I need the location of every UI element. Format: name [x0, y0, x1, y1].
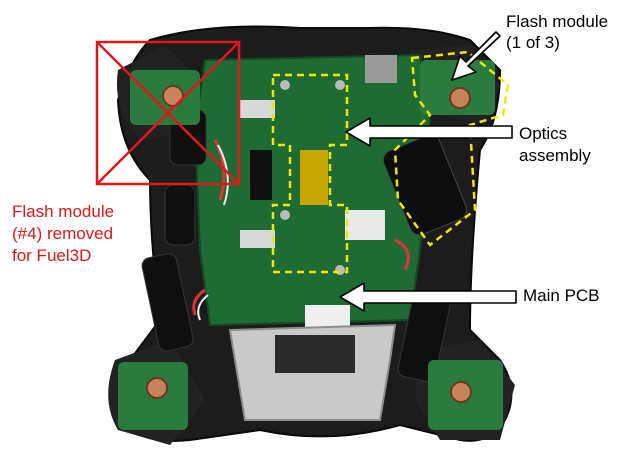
pcb-screw [280, 80, 290, 90]
pcb-screw [280, 210, 290, 220]
label-removed-number: (#4) removed [12, 224, 114, 243]
removed-marker-cross [96, 41, 240, 185]
pcb-screw [335, 80, 345, 90]
ribbon-connector-2 [240, 230, 275, 248]
arrow-icon [451, 31, 501, 81]
pcb-connector-2 [345, 210, 385, 240]
label-removed-flash-module: Flash module [12, 202, 115, 221]
label-flash-module: Flash module [506, 12, 609, 31]
label-removed-for-fuel3d: for Fuel3D [12, 246, 92, 265]
capacitor [141, 253, 194, 352]
ribbon-connector [240, 100, 275, 118]
capacitor [164, 184, 196, 246]
flash-module-highlight [393, 50, 510, 247]
pcb-white-block [305, 305, 350, 327]
pcb-screw [335, 265, 345, 275]
flash-module-top-right [420, 60, 495, 115]
label-optics: Optics [519, 124, 568, 143]
wire-bundle [197, 144, 229, 321]
flash-module-bottom-right [428, 360, 503, 430]
flash-module-top-left [130, 70, 200, 125]
removed-marker-box [95, 40, 241, 186]
label-optics-assembly: assembly [519, 146, 591, 165]
metal-bracket-window [275, 335, 355, 373]
pcb-chip [300, 150, 328, 205]
pcb-connector [250, 150, 272, 200]
label-main-pcb: Main PCB [523, 286, 600, 305]
flash-module-bottom-left [118, 362, 188, 430]
ethernet-port [365, 55, 397, 83]
arrow-icon [345, 117, 513, 147]
arrow-icon [339, 282, 517, 312]
label-flash-module-count: (1 of 3) [506, 33, 560, 52]
optics-assembly-highlight [271, 73, 349, 274]
